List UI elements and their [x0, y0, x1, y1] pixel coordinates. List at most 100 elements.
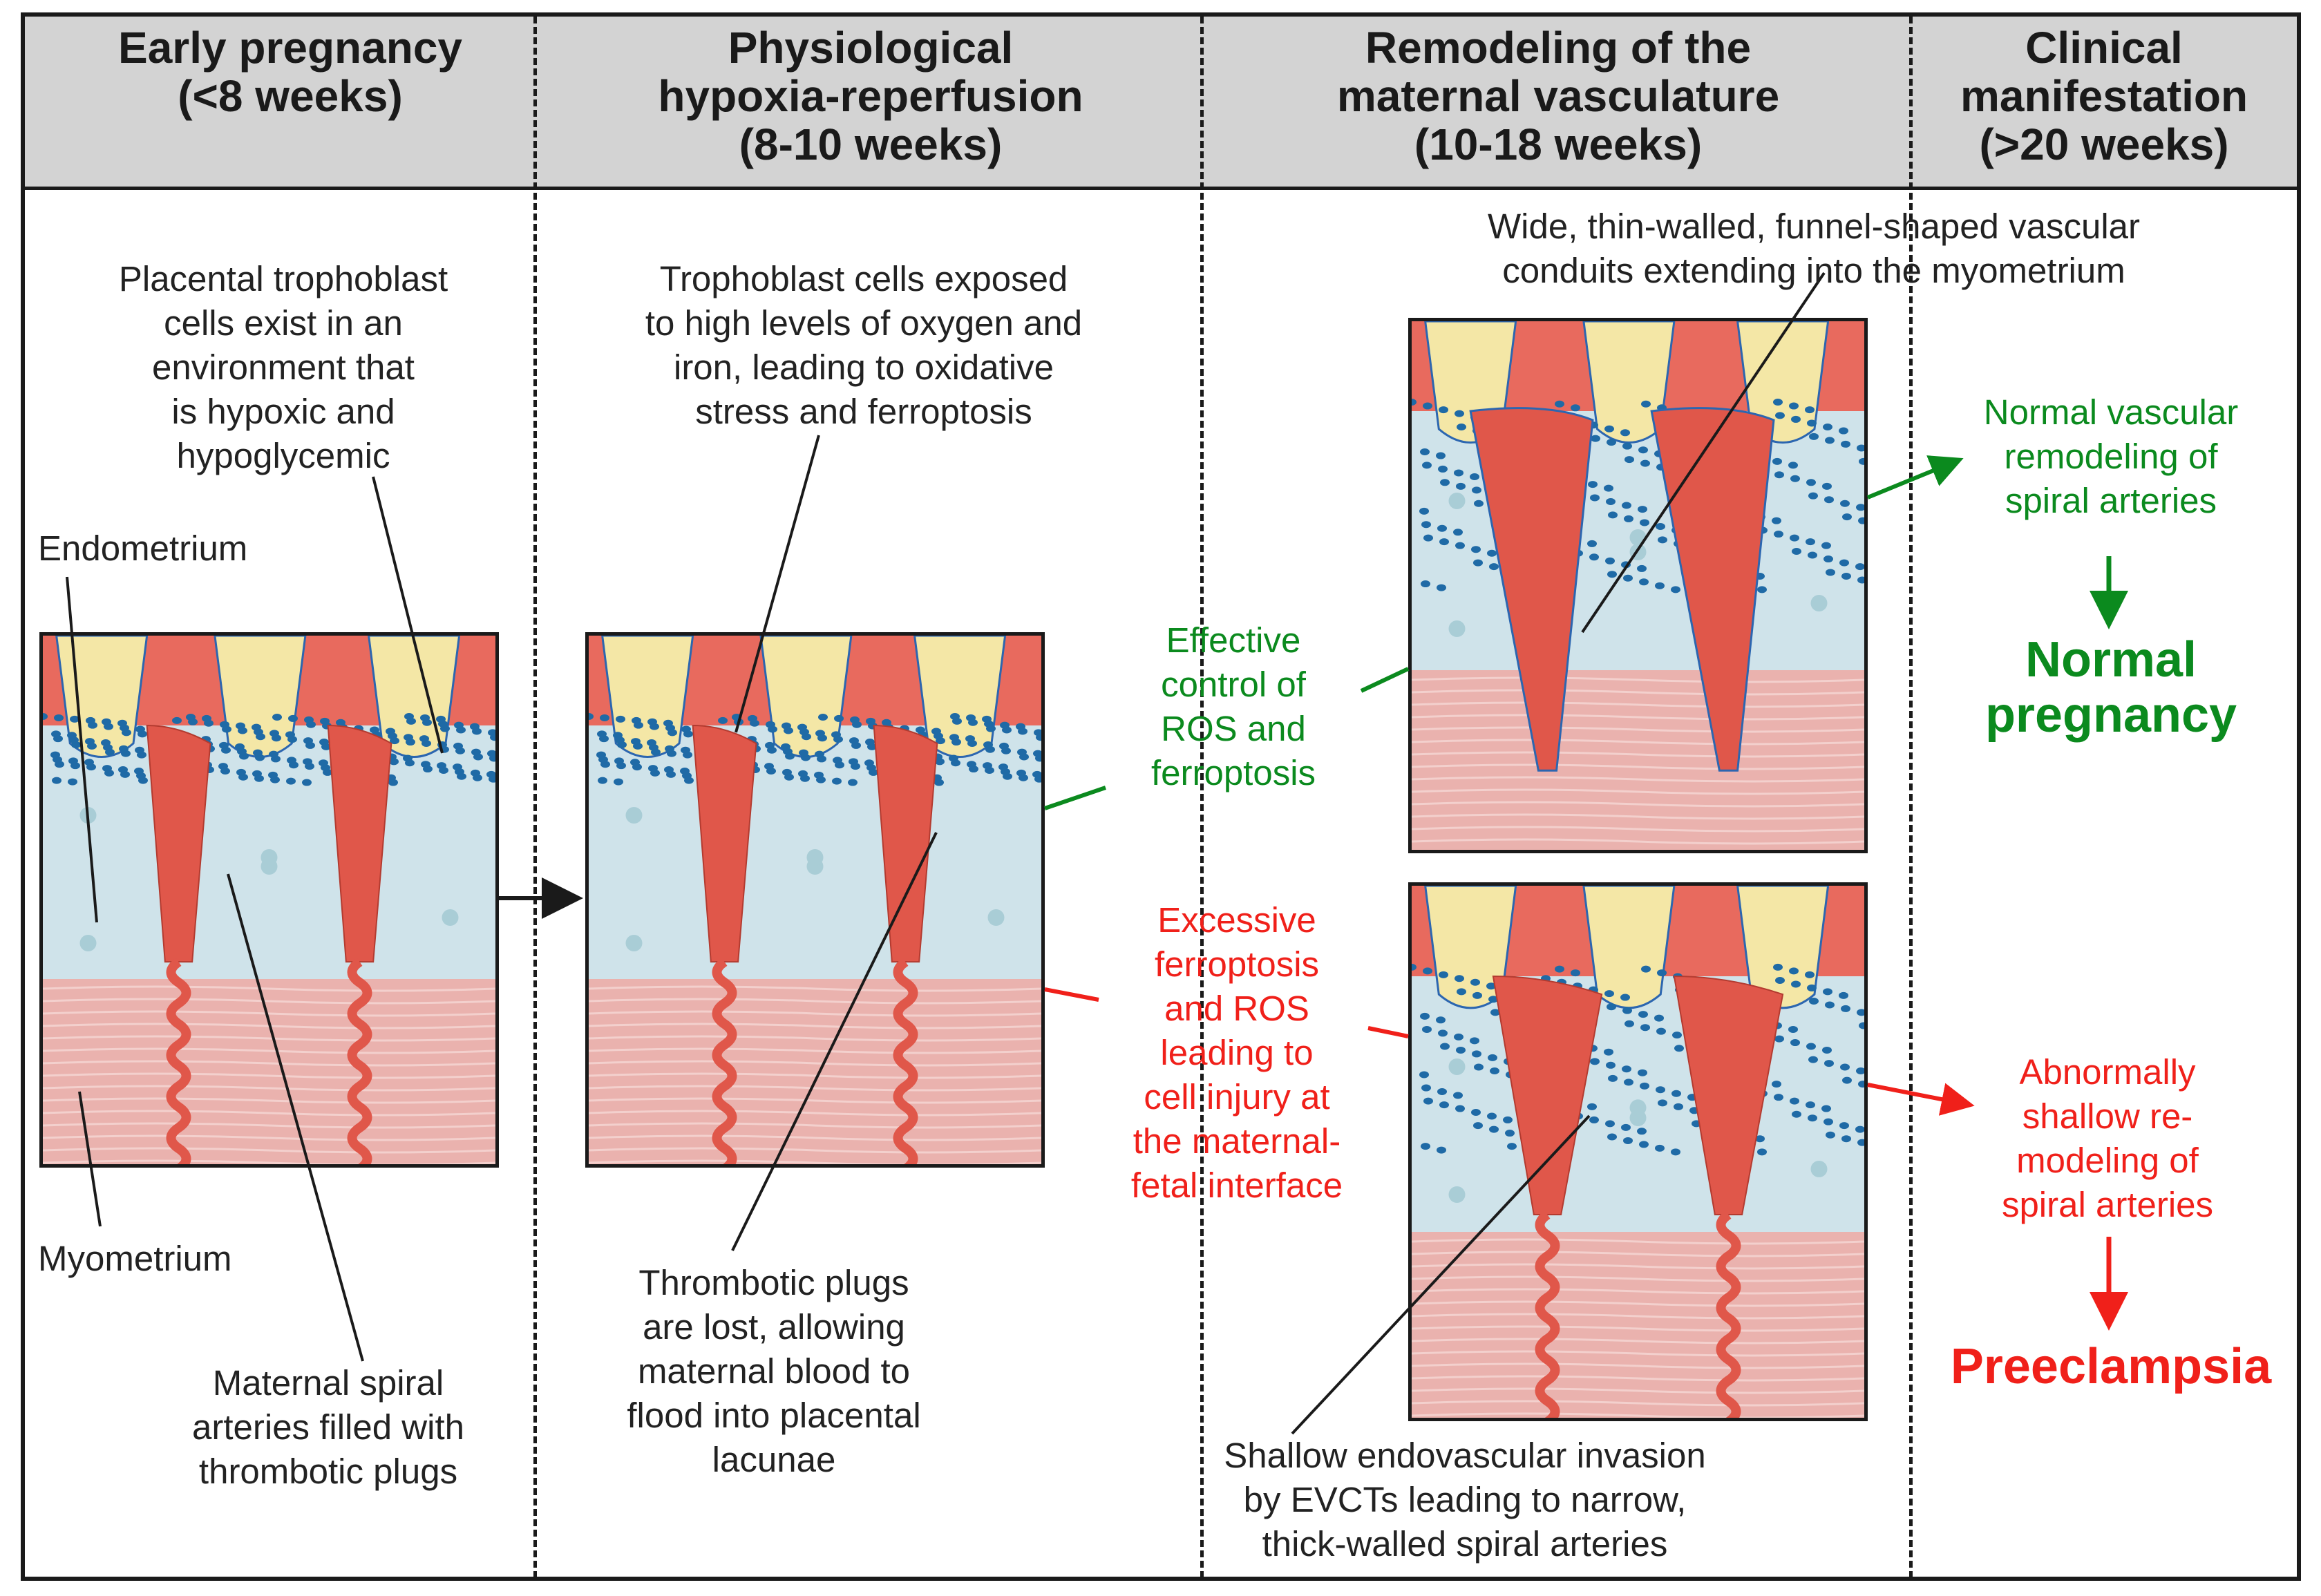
trophoblast-cell: [647, 718, 657, 725]
trophoblast-cell: [1589, 1116, 1599, 1123]
label-placental-trophoblast-line4: is hypoxic and: [171, 392, 395, 431]
header-hypoxia-line1: Physiological: [728, 23, 1014, 73]
label-thrombotic-lost: Thrombotic plugs are lost, allowing mate…: [584, 1261, 964, 1482]
column-divider-2: [1200, 17, 1204, 1578]
trophoblast-cell: [1857, 1139, 1864, 1146]
trophoblast-cell: [865, 739, 875, 746]
myometrium-fiber: [43, 1035, 495, 1042]
endometrium-cell: [260, 849, 278, 866]
trophoblast-cell: [1639, 1141, 1649, 1148]
trophoblast-cell: [882, 719, 891, 726]
trophoblast-cell: [1807, 984, 1817, 991]
trophoblast-cell: [1859, 1022, 1864, 1029]
trophoblast-cell: [1841, 440, 1850, 448]
trophoblast-cell: [831, 731, 841, 739]
trophoblast-cell: [1755, 1135, 1765, 1143]
label-normal-remodeling: Normal vascular remodeling of spiral art…: [1935, 390, 2287, 523]
label-placental-trophoblast-line1: Placental trophoblast: [118, 259, 448, 298]
trophoblast-cell: [288, 714, 298, 722]
trophoblast-cell: [302, 779, 312, 786]
trophoblast-cell: [1774, 531, 1783, 538]
label-abnormal-remodeling-line4: spiral arteries: [2001, 1185, 2214, 1224]
trophoblast-cell: [453, 763, 462, 771]
trophoblast-cell: [1622, 502, 1631, 509]
trophoblast-cell: [1857, 1009, 1864, 1016]
trophoblast-cell: [1772, 1081, 1781, 1088]
trophoblast-cell: [1487, 549, 1497, 557]
myometrium-fiber: [1412, 1400, 1864, 1407]
trophoblast-cell: [488, 729, 495, 737]
trophoblast-cell: [1672, 1032, 1682, 1039]
trophoblast-cell: [1033, 750, 1041, 757]
trophoblast-cell: [1640, 1024, 1650, 1032]
label-trophoblast-exposed-line1: Trophoblast cells exposed: [659, 259, 1068, 298]
myometrium-fiber: [1412, 826, 1864, 833]
header-clinical-line1: Clinical: [2025, 23, 2183, 73]
label-trophoblast-exposed-line3: iron, leading to oxidative: [673, 348, 1054, 387]
trophoblast-cell: [1571, 969, 1580, 977]
myometrium-fiber: [589, 1035, 1041, 1042]
trophoblast-cell: [1590, 494, 1600, 502]
myometrium-fiber: [43, 1060, 495, 1067]
trophoblast-cell: [950, 713, 960, 720]
myometrium-layer: [1412, 670, 1864, 850]
myometrium-fiber: [1412, 1338, 1864, 1345]
trophoblast-cell: [598, 777, 607, 784]
trophoblast-cell: [252, 723, 261, 731]
trophoblast-cell: [1034, 729, 1041, 737]
trophoblast-cell: [1792, 547, 1801, 555]
trophoblast-cell: [1790, 475, 1800, 482]
trophoblast-cell: [631, 738, 641, 745]
trophoblast-cell: [1507, 1143, 1517, 1150]
myometrium-fiber: [589, 1072, 1041, 1079]
trophoblast-cell: [1839, 1122, 1849, 1130]
trophoblast-cell: [1587, 1103, 1597, 1110]
trophoblast-cell: [982, 715, 992, 723]
trophoblast-cell: [1420, 1012, 1430, 1020]
trophoblast-cell: [1622, 442, 1632, 450]
trophoblast-cell: [1607, 571, 1617, 578]
trophoblast-cell: [1473, 559, 1483, 567]
trophoblast-cell: [663, 719, 673, 727]
header-clinical-line2: manifestation: [1960, 71, 2248, 121]
trophoblast-cell: [1639, 578, 1649, 586]
trophoblast-cell: [1604, 425, 1614, 433]
trophoblast-cell: [833, 757, 842, 764]
myometrium-fiber: [43, 1134, 495, 1141]
trophoblast-cell: [286, 777, 296, 785]
trophoblast-cell: [471, 769, 480, 777]
label-effective-control-line4: ferroptosis: [1150, 753, 1316, 792]
myometrium-fiber: [1412, 714, 1864, 721]
endometrium-cell: [79, 935, 97, 951]
myometrium-fiber: [1412, 763, 1864, 770]
trophoblast-cell: [1422, 462, 1432, 469]
trophoblast-cell: [1607, 1003, 1616, 1011]
trophoblast-cell: [50, 751, 60, 759]
trophoblast-cell: [1841, 1005, 1850, 1012]
trophoblast-cell: [648, 765, 658, 772]
myometrium-fiber: [1412, 776, 1864, 783]
trophoblast-cell: [67, 732, 77, 739]
myometrium-fiber: [1412, 701, 1864, 708]
panel-early-pregnancy: [39, 632, 499, 1168]
label-effective-control-line1: Effective: [1166, 620, 1301, 660]
label-normal-pregnancy-line2: pregnancy: [1984, 687, 2237, 743]
trophoblast-cell: [1842, 1076, 1852, 1084]
header-remodeling-line2: maternal vasculature: [1336, 71, 1780, 121]
trophoblast-cell: [1657, 969, 1667, 977]
trophoblast-cell: [1016, 769, 1026, 777]
myometrium-fiber: [1412, 1350, 1864, 1357]
myometrium-fiber: [1412, 1263, 1864, 1270]
trophoblast-cell: [1757, 586, 1767, 593]
trophoblast-cell: [419, 735, 429, 743]
label-thrombotic-lost-line1: Thrombotic plugs: [638, 1263, 909, 1302]
trophoblast-cell: [850, 716, 860, 723]
trophoblast-cell: [616, 715, 625, 723]
trophoblast-cell: [999, 742, 1009, 750]
header-clinical-line3: (>20 weeks): [1979, 120, 2229, 169]
label-abnormal-remodeling-line3: modeling of: [2016, 1141, 2199, 1180]
tissue-illustration: [589, 636, 1041, 1164]
trophoblast-cell: [815, 730, 825, 737]
trophoblast-cell: [1656, 1086, 1665, 1094]
